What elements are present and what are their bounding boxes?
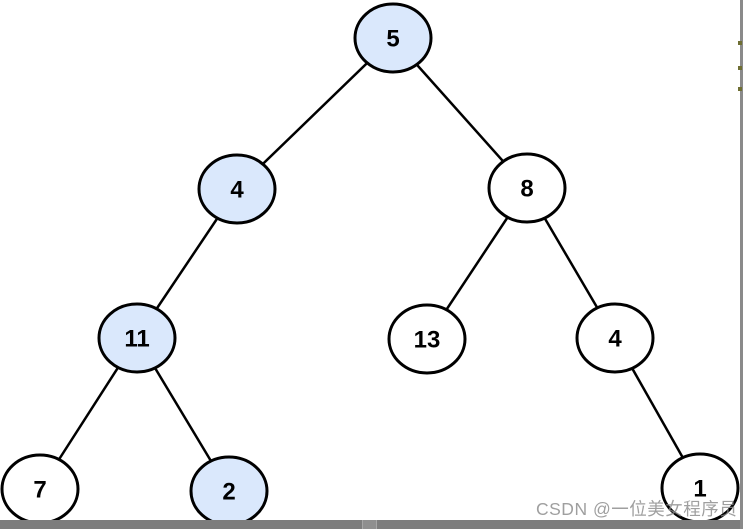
vertical-scrollbar[interactable] (740, 0, 743, 529)
tree-node-circle (575, 302, 655, 374)
tree-node-label: 8 (520, 176, 533, 203)
overview-ruler-mark (738, 87, 742, 91)
tree-node-label: 1 (693, 476, 706, 503)
tree-node-label: 13 (414, 327, 441, 354)
tree-node-root5: 5 (353, 2, 433, 74)
tree-node-circle (197, 153, 277, 225)
tree-node-label: 4 (230, 177, 244, 204)
tree-node-circle (97, 302, 177, 374)
tree-node-label: 7 (33, 477, 46, 504)
tree-node-left4: 4 (197, 153, 277, 225)
tree-node-n4r: 4 (575, 302, 655, 374)
tree-node-label: 2 (222, 479, 235, 506)
tree-node-circle (353, 2, 433, 74)
tree-node-circle (487, 152, 567, 224)
tree-node-label: 5 (386, 26, 399, 53)
tree-node-circle (387, 303, 467, 375)
tree-node-label: 11 (124, 326, 149, 353)
tree-node-n2: 2 (189, 455, 269, 527)
tree-node-right8: 8 (487, 152, 567, 224)
horizontal-scrollbar[interactable] (0, 520, 743, 529)
csdn-watermark: CSDN @一位美女程序员 (536, 499, 738, 519)
tree-node-n13: 13 (387, 303, 467, 375)
overview-ruler-mark (738, 66, 742, 70)
tree-node-label: 4 (608, 326, 622, 353)
horizontal-scrollbar-segment[interactable] (362, 520, 377, 529)
overview-ruler-mark (738, 41, 742, 45)
tree-node-n11: 11 (97, 302, 177, 374)
tree-node-n7: 7 (0, 453, 80, 525)
